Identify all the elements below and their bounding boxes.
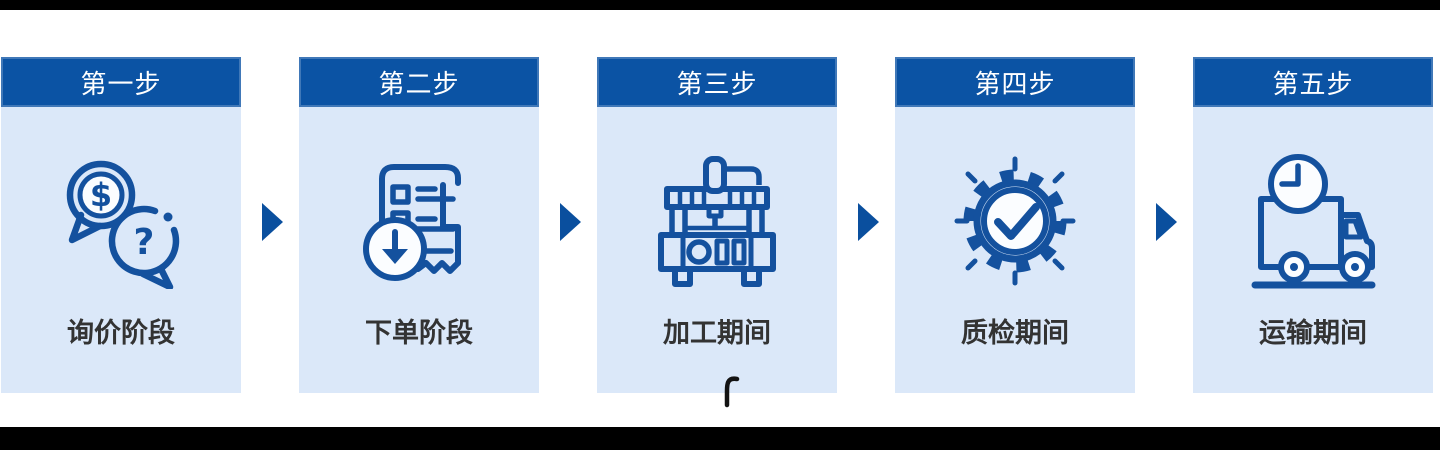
step-5-body: 运输期间 bbox=[1193, 107, 1433, 393]
step-4-header-label: 第四步 bbox=[974, 69, 1056, 100]
cnc-machine-icon bbox=[653, 153, 781, 289]
step-3-label: 加工期间 bbox=[663, 318, 771, 349]
flow-arrow-icon bbox=[858, 203, 879, 241]
flow-arrow-icon bbox=[1156, 203, 1177, 241]
flow-arrow-icon bbox=[262, 203, 283, 241]
flow-arrow-icon bbox=[560, 203, 581, 241]
step-card-5: 第五步 运输期间 bbox=[1193, 57, 1433, 393]
price-inquiry-chat-bubbles-icon: $ ? bbox=[57, 153, 185, 289]
step-5-label: 运输期间 bbox=[1259, 318, 1367, 349]
gear-checkmark-icon bbox=[951, 153, 1079, 289]
step-card-4: 第四步 质检期间 bbox=[895, 57, 1135, 393]
step-4-body: 质检期间 bbox=[895, 107, 1135, 393]
step-1-body: $ ? 询价阶段 bbox=[1, 107, 241, 393]
step-card-3: 第三步 bbox=[597, 57, 837, 393]
step-3-header: 第三步 bbox=[597, 57, 837, 107]
step-card-2: 第二步 bbox=[299, 57, 539, 393]
delivery-truck-clock-icon bbox=[1249, 153, 1377, 289]
step-1-header-label: 第一步 bbox=[80, 69, 162, 100]
svg-text:$: $ bbox=[90, 176, 112, 214]
step-4-label: 质检期间 bbox=[961, 318, 1069, 349]
bottom-frame-bar bbox=[0, 427, 1440, 450]
top-frame-bar bbox=[0, 0, 1440, 10]
cropped-glyph-artifact-icon bbox=[724, 376, 740, 408]
step-card-1: 第一步 $ ? 询价阶段 bbox=[1, 57, 241, 393]
step-2-header: 第二步 bbox=[299, 57, 539, 107]
step-1-label: 询价阶段 bbox=[67, 318, 175, 349]
step-4-header: 第四步 bbox=[895, 57, 1135, 107]
step-3-header-label: 第三步 bbox=[676, 69, 758, 100]
step-2-label: 下单阶段 bbox=[365, 318, 473, 349]
order-document-download-icon bbox=[355, 153, 483, 289]
step-2-header-label: 第二步 bbox=[378, 69, 460, 100]
step-5-header-label: 第五步 bbox=[1272, 69, 1354, 100]
step-2-body: 下单阶段 bbox=[299, 107, 539, 393]
step-3-body: 加工期间 bbox=[597, 107, 837, 393]
step-1-header: 第一步 bbox=[1, 57, 241, 107]
step-5-header: 第五步 bbox=[1193, 57, 1433, 107]
svg-text:?: ? bbox=[134, 222, 155, 263]
